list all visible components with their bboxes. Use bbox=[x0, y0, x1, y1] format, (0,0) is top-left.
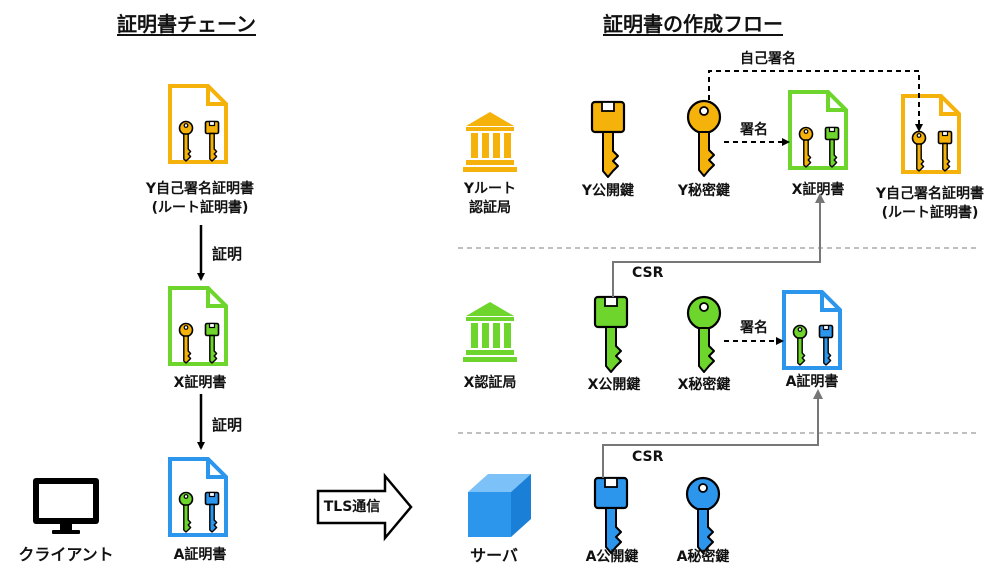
y-root-ca-bank-icon bbox=[463, 112, 517, 172]
y-public-key-icon bbox=[590, 100, 626, 179]
x-certificate-icon bbox=[788, 90, 848, 170]
server-cube-icon bbox=[468, 474, 531, 537]
chain-x-cert-label: X証明書 bbox=[173, 375, 227, 391]
chain-root-cert-label: Y自己署名証明書 (ルート証明書) bbox=[145, 181, 255, 216]
chain-a-cert-label: A証明書 bbox=[173, 547, 227, 563]
flow-title: 証明書の作成フロー bbox=[603, 12, 783, 36]
a-private-key-label: A秘密鍵 bbox=[676, 549, 730, 565]
chain-a-certificate-icon bbox=[168, 457, 228, 537]
a-public-key-icon bbox=[593, 476, 629, 555]
a-certificate-icon bbox=[782, 290, 842, 370]
x-public-key-label: X公開鍵 bbox=[587, 377, 641, 393]
a-private-key-icon bbox=[685, 476, 721, 555]
x-ca-label: X認証局 bbox=[463, 375, 517, 391]
y-public-key-label: Y公開鍵 bbox=[581, 183, 635, 199]
csr-arrow-1 bbox=[612, 193, 825, 297]
y-self-signed-cert-label: Y自己署名証明書 (ルート証明書) bbox=[875, 186, 985, 221]
y-private-key-label: Y秘密鍵 bbox=[677, 183, 731, 199]
x-cert-label: X証明書 bbox=[791, 182, 845, 198]
chain-edge-label-1: 証明 bbox=[212, 245, 243, 263]
y-private-key-icon bbox=[686, 99, 722, 178]
client-label: クライアント bbox=[18, 545, 114, 564]
chain-title: 証明書チェーン bbox=[117, 12, 256, 36]
chain-x-certificate-icon bbox=[168, 286, 228, 366]
tls-arrow-icon bbox=[316, 472, 413, 542]
x-ca-bank-icon bbox=[463, 302, 517, 362]
chain-root-certificate-icon bbox=[168, 84, 228, 164]
a-public-key-label: A公開鍵 bbox=[585, 549, 639, 565]
x-private-key-label: X秘密鍵 bbox=[677, 377, 731, 393]
y-root-ca-label: Yルート 認証局 bbox=[463, 181, 517, 216]
csr-arrow-2 bbox=[602, 389, 823, 478]
server-label: サーバ bbox=[470, 546, 518, 565]
csr-label-1: CSR bbox=[632, 265, 664, 281]
a-cert-label: A証明書 bbox=[785, 374, 839, 390]
sign-label-top: 署名 bbox=[740, 122, 768, 138]
y-self-signed-certificate-icon bbox=[901, 94, 961, 174]
tls-label: TLS通信 bbox=[323, 499, 381, 515]
chain-edge-label-2: 証明 bbox=[212, 416, 243, 434]
client-monitor-icon bbox=[33, 478, 99, 534]
csr-label-2: CSR bbox=[632, 449, 664, 465]
sign-label-mid: 署名 bbox=[740, 320, 768, 336]
self-sign-label: 自己署名 bbox=[740, 51, 796, 67]
x-private-key-icon bbox=[686, 295, 722, 374]
x-public-key-icon bbox=[593, 295, 629, 374]
